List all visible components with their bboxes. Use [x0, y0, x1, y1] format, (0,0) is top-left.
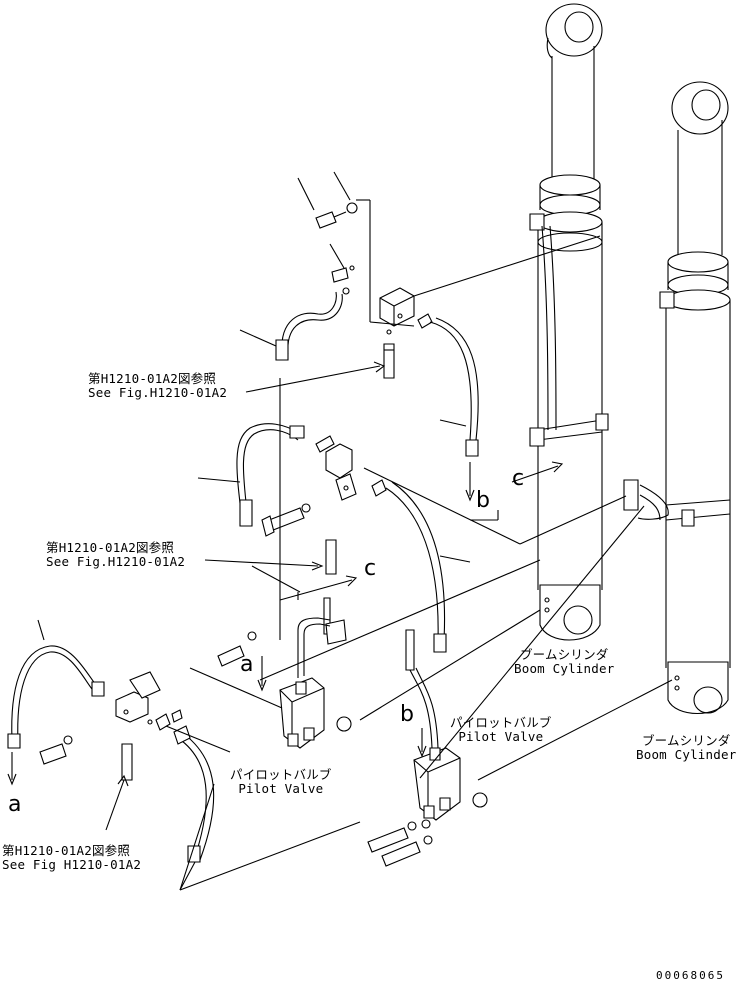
- connector-a-lower: a: [8, 792, 22, 817]
- reference-label-3-en: See Fig H1210-01A2: [2, 857, 142, 873]
- cylinder-hose: [542, 226, 668, 520]
- pilot-valve-right-en: Pilot Valve: [458, 729, 544, 745]
- block-right-hose: [430, 318, 478, 456]
- reference-label-1-jp: 第H1210-01A2図参照: [88, 371, 217, 386]
- boom-cylinder-right-label: ブームシリンダ Boom Cylinder: [636, 733, 737, 763]
- pilot-valve-left-jp: パイロットバルブ: [230, 767, 332, 782]
- pilot-valve-left-en: Pilot Valve: [238, 781, 324, 797]
- leader-lines: [8, 172, 672, 890]
- reference-label-2-jp: 第H1210-01A2図参照: [46, 540, 175, 555]
- reference-label-2: 第H1210-01A2図参照 See Fig.H1210-01A2: [46, 540, 186, 570]
- connector-a-upper: a: [240, 652, 254, 677]
- boom-cylinder-right-en: Boom Cylinder: [636, 747, 737, 763]
- pilot-valve-right-jp: パイロットバルブ: [450, 715, 552, 730]
- reference-label-3: 第H1210-01A2図参照 See Fig H1210-01A2: [2, 843, 142, 873]
- drawing-id: 00068065: [656, 969, 725, 982]
- boom-cylinder-left-shape: [530, 4, 608, 640]
- reference-label-3-jp: 第H1210-01A2図参照: [2, 843, 131, 858]
- connector-c-lower: c: [512, 466, 525, 491]
- reference-label-1-en: See Fig.H1210-01A2: [88, 385, 228, 401]
- boom-cylinder-left-label: ブームシリンダ Boom Cylinder: [514, 647, 615, 677]
- connector-b-lower: b: [400, 702, 414, 727]
- pilot-valve-left-shape: [218, 598, 351, 748]
- lower-left-assembly: [8, 646, 214, 862]
- boom-cylinder-left-en: Boom Cylinder: [514, 661, 615, 677]
- upper-left-hose: [276, 292, 342, 360]
- middle-bracket-assembly: [237, 424, 626, 652]
- reference-label-1: 第H1210-01A2図参照 See Fig.H1210-01A2: [88, 371, 228, 401]
- pilot-valve-right-shape: [368, 630, 487, 866]
- boom-cylinder-right-jp: ブームシリンダ: [641, 733, 731, 748]
- connector-b-upper: b: [476, 488, 490, 513]
- connector-c-upper: c: [364, 556, 377, 581]
- boom-cylinder-right-shape: [660, 82, 730, 714]
- pilot-valve-right-label: パイロットバルブ Pilot Valve: [450, 715, 552, 745]
- top-bracket-assembly: [316, 200, 600, 378]
- pilot-valve-left-label: パイロットバルブ Pilot Valve: [230, 767, 332, 797]
- boom-cylinder-left-jp: ブームシリンダ: [519, 647, 609, 662]
- reference-label-2-en: See Fig.H1210-01A2: [46, 554, 186, 570]
